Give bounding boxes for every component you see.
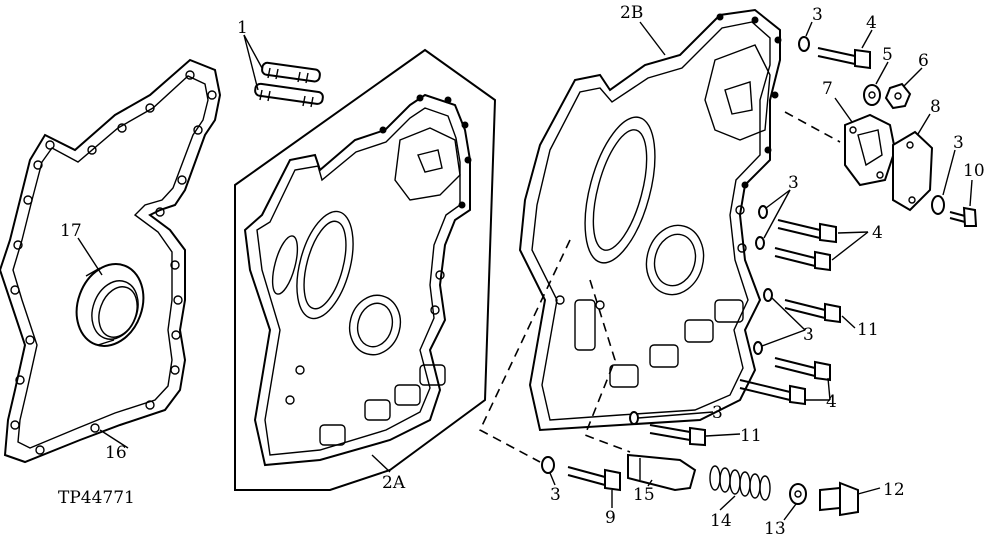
callout-6: 6 bbox=[918, 51, 929, 71]
callout-3-lower: 3 bbox=[803, 325, 814, 345]
callout-9: 9 bbox=[605, 508, 616, 528]
callout-15: 15 bbox=[633, 485, 655, 505]
callout-12: 12 bbox=[883, 480, 905, 500]
callout-3-bolt11: 3 bbox=[712, 403, 723, 423]
callout-3-top: 3 bbox=[812, 5, 823, 25]
callout-1: 1 bbox=[237, 18, 248, 38]
leader-lines bbox=[77, 21, 973, 521]
callout-17: 17 bbox=[60, 221, 82, 241]
callout-3-bottom: 3 bbox=[550, 485, 561, 505]
callout-10: 10 bbox=[963, 161, 985, 181]
front-cover-gasket bbox=[0, 58, 222, 464]
callout-8: 8 bbox=[930, 97, 941, 117]
callout-2a: 2A bbox=[382, 473, 406, 493]
dowel-pins bbox=[254, 61, 324, 108]
callout-3-right: 3 bbox=[953, 133, 964, 153]
figure-id: TP44771 bbox=[58, 488, 135, 508]
callout-labels: 1 2B 3 4 5 6 7 8 3 10 3 4 11 3 4 3 11 3 … bbox=[58, 3, 985, 538]
callout-14: 14 bbox=[710, 511, 732, 531]
hardware bbox=[541, 36, 978, 517]
relief-valve-spring bbox=[709, 465, 771, 501]
callout-4-lower: 4 bbox=[826, 392, 837, 412]
callout-4-top: 4 bbox=[866, 13, 877, 33]
callout-3-mid: 3 bbox=[788, 173, 799, 193]
callout-16: 16 bbox=[105, 443, 127, 463]
assembly-lines bbox=[478, 111, 841, 463]
callout-13: 13 bbox=[764, 519, 786, 538]
callout-5: 5 bbox=[882, 45, 893, 65]
callout-11-upper: 11 bbox=[857, 320, 879, 340]
front-cover-2a bbox=[234, 48, 497, 491]
callout-2b: 2B bbox=[620, 3, 643, 23]
front-cover-2b bbox=[518, 8, 782, 432]
crankshaft-oil-seal bbox=[75, 263, 145, 347]
callout-11-lower: 11 bbox=[740, 426, 762, 446]
callout-7: 7 bbox=[822, 79, 833, 99]
callout-4-mid: 4 bbox=[872, 223, 883, 243]
